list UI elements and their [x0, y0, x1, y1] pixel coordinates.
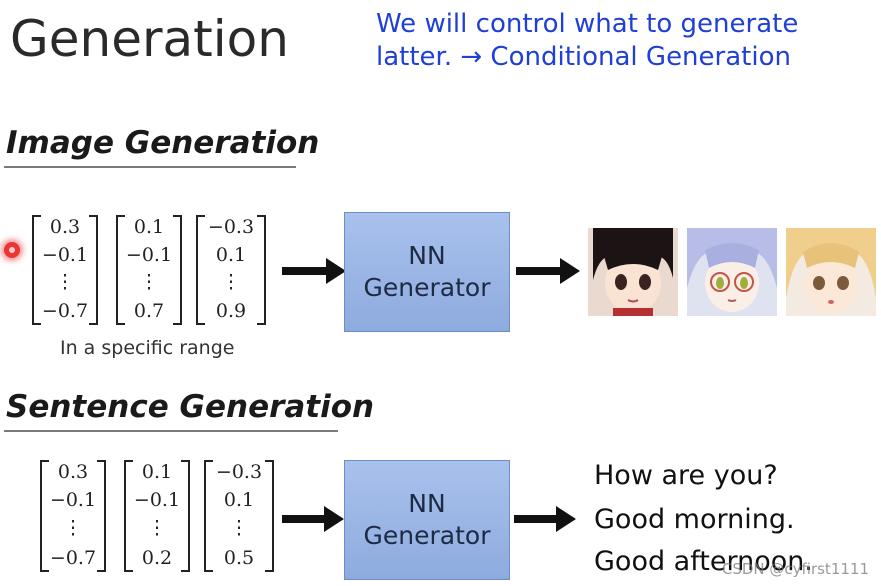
input-vector-1: 0.3 −0.1 ⋮ −0.7	[32, 215, 98, 325]
vector-value: 0.3	[42, 463, 104, 482]
output-arrow	[514, 515, 558, 523]
nn-generator-box: NN Generator	[344, 212, 510, 332]
input-arrow	[282, 515, 326, 523]
conditional-note: We will control what to generate latter.…	[376, 8, 798, 73]
vector-ellipsis: ⋮	[118, 273, 180, 292]
vector-value: −0.1	[42, 491, 104, 510]
note-line-2: latter. → Conditional Generation	[376, 41, 798, 74]
vector-value: −0.1	[126, 491, 188, 510]
vector-value: 0.1	[126, 463, 188, 482]
vector-value: −0.7	[42, 549, 104, 568]
anime-face-lavender-hair-glasses-icon	[687, 228, 777, 316]
heading-underline	[4, 430, 338, 432]
input-vector-3: −0.3 0.1 ⋮ 0.5	[204, 460, 274, 572]
output-sentence: Good morning.	[594, 506, 795, 533]
generator-label-line-2: Generator	[364, 520, 491, 553]
sentence-generation-heading: Sentence Generation	[6, 392, 374, 423]
vector-value: 0.3	[34, 218, 96, 237]
vector-value: 0.1	[118, 218, 180, 237]
vector-value: 0.1	[206, 491, 272, 510]
laser-pointer-icon	[4, 242, 20, 258]
vector-ellipsis: ⋮	[126, 519, 188, 538]
vector-value: 0.5	[206, 549, 272, 568]
slide-title: Generation	[10, 14, 289, 64]
vector-value: 0.9	[198, 302, 264, 321]
vector-value: 0.2	[126, 549, 188, 568]
output-arrow	[516, 267, 562, 275]
vector-value: 0.1	[198, 246, 264, 265]
vector-value: −0.3	[206, 463, 272, 482]
generator-label-line-1: NN	[408, 240, 445, 273]
generator-label-line-2: Generator	[364, 272, 491, 305]
note-line-1: We will control what to generate	[376, 8, 798, 41]
vector-ellipsis: ⋮	[34, 273, 96, 292]
vector-value: 0.7	[118, 302, 180, 321]
watermark: CSDN @cyfirst1111	[722, 560, 869, 578]
range-label: In a specific range	[60, 337, 234, 359]
input-vector-3: −0.3 0.1 ⋮ 0.9	[196, 215, 266, 325]
input-arrow	[282, 267, 328, 275]
anime-face-dark-hair-icon	[588, 228, 678, 316]
image-generation-heading: Image Generation	[6, 128, 319, 159]
vector-value: −0.3	[198, 218, 264, 237]
nn-generator-box: NN Generator	[344, 460, 510, 580]
generator-label-line-1: NN	[408, 488, 445, 521]
heading-underline	[4, 166, 296, 168]
output-sentence: How are you?	[594, 462, 778, 489]
vector-ellipsis: ⋮	[42, 519, 104, 538]
input-vector-1: 0.3 −0.1 ⋮ −0.7	[40, 460, 106, 572]
vector-ellipsis: ⋮	[198, 273, 264, 292]
input-vector-2: 0.1 −0.1 ⋮ 0.7	[116, 215, 182, 325]
vector-value: −0.7	[34, 302, 96, 321]
anime-face-blonde-hair-icon	[786, 228, 876, 316]
input-vector-2: 0.1 −0.1 ⋮ 0.2	[124, 460, 190, 572]
vector-value: −0.1	[34, 246, 96, 265]
vector-value: −0.1	[118, 246, 180, 265]
vector-ellipsis: ⋮	[206, 519, 272, 538]
